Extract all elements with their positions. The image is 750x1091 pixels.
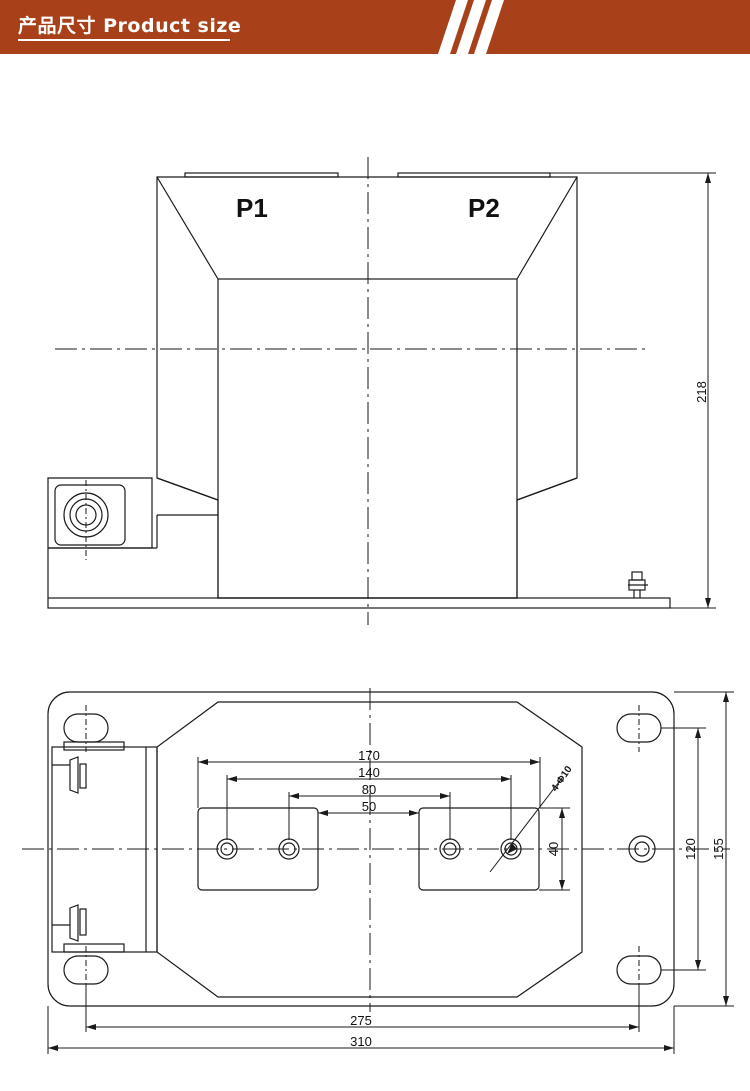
dimension-label-155: 155 bbox=[711, 838, 726, 860]
dimension-label-height: 218 bbox=[694, 381, 709, 403]
terminal-label-p2: P2 bbox=[468, 193, 500, 223]
terminal-label-p1: P1 bbox=[236, 193, 268, 223]
dimension-label-120: 120 bbox=[683, 838, 698, 860]
front-view bbox=[47, 172, 671, 609]
header-stripes-decoration bbox=[438, 0, 504, 54]
dimension-label-140: 140 bbox=[358, 765, 380, 780]
dimension-label-40: 40 bbox=[546, 842, 561, 856]
dimension-label-50: 50 bbox=[362, 799, 376, 814]
dimension-drawing: P1 P2 218 170 140 80 50 4-Φ10 40 120 155… bbox=[22, 157, 734, 1054]
dimension-label-275: 275 bbox=[350, 1013, 372, 1028]
dimension-label-80: 80 bbox=[362, 782, 376, 797]
dimension-arrows bbox=[48, 173, 729, 1051]
dimension-label-170: 170 bbox=[358, 748, 380, 763]
header-title: 产品尺寸 Product size bbox=[18, 15, 242, 37]
header-banner: 产品尺寸 Product size bbox=[0, 0, 750, 54]
hole-callout-label: 4-Φ10 bbox=[549, 764, 574, 794]
dimension-label-310: 310 bbox=[350, 1034, 372, 1049]
header-underline bbox=[18, 39, 230, 41]
